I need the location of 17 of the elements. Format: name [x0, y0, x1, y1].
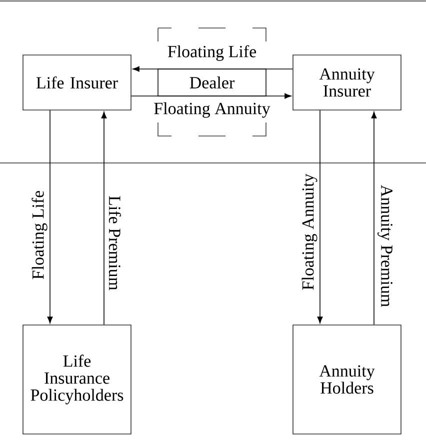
entity-box: Annuity Holders: [292, 324, 402, 434]
arrow: [132, 66, 293, 72]
edge-label: Floating Life: [168, 45, 256, 61]
arrow: [317, 110, 323, 324]
entity-box: Life Insurance Policyholders: [22, 324, 132, 434]
edge-label: Floating Annuity: [154, 102, 270, 118]
arrow: [131, 93, 292, 99]
arrow: [371, 112, 377, 325]
edge-label: Floating Life: [32, 190, 48, 280]
edge-label: Life Premium: [108, 196, 122, 290]
edge-label: Annuity Premium: [378, 185, 392, 307]
arrow: [101, 112, 107, 325]
entity-box: Life Insurer: [22, 54, 132, 110]
arrow: [47, 110, 53, 324]
entity-box: Dealer: [158, 68, 266, 96]
edge-label: Floating Annuity: [302, 174, 318, 290]
entity-box: Annuity Insurer: [292, 54, 402, 110]
